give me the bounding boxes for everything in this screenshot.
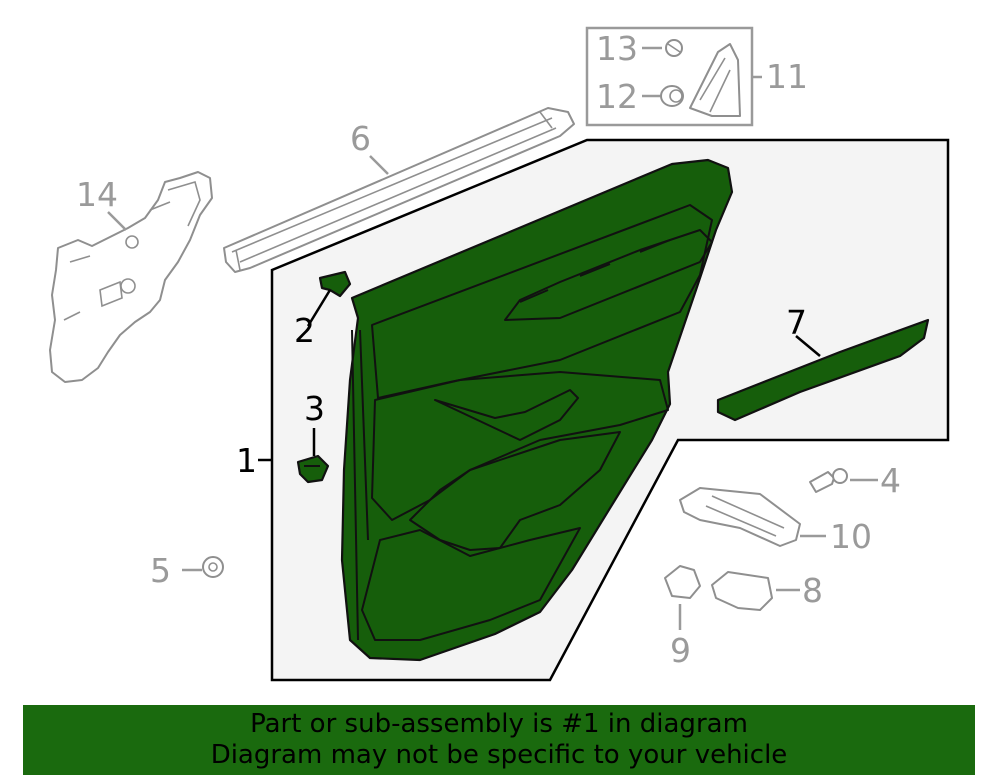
- callout-4: 4: [880, 461, 901, 500]
- callout-14: 14: [76, 175, 118, 214]
- footer-line-2: Diagram may not be specific to your vehi…: [210, 740, 788, 770]
- part-1-door-trim-panel[interactable]: [340, 158, 734, 662]
- part-13-clip[interactable]: [665, 39, 683, 57]
- part-11-corner-trim[interactable]: [689, 43, 741, 117]
- part-9-switch[interactable]: [664, 565, 701, 599]
- leader-lines: [107, 46, 878, 630]
- part-4-screw[interactable]: [809, 468, 848, 493]
- callout-1: 1: [236, 441, 257, 480]
- callout-7: 7: [786, 303, 807, 342]
- part-8-switch[interactable]: [711, 571, 773, 611]
- footer-line-1: Part or sub-assembly is #1 in diagram: [250, 709, 748, 739]
- callout-11: 11: [766, 57, 808, 96]
- part-10-switch-panel[interactable]: [679, 487, 801, 547]
- callout-10: 10: [830, 517, 872, 556]
- callout-2: 2: [294, 311, 315, 350]
- footer-banner: Part or sub-assembly is #1 in diagram Di…: [23, 705, 975, 775]
- parts-diagram: 1 2 3 7 6 14 13 12 11 4 5 10 8 9: [49, 26, 950, 682]
- part-3-clip[interactable]: [296, 454, 330, 484]
- callout-9: 9: [670, 631, 691, 670]
- part-2-bracket[interactable]: [318, 270, 352, 298]
- callout-3: 3: [304, 389, 325, 428]
- part-14-inner-panel[interactable]: [49, 171, 213, 383]
- callout-13: 13: [596, 29, 638, 68]
- part-5-grommet[interactable]: [202, 556, 224, 578]
- part-7-molding[interactable]: [716, 318, 930, 422]
- part-12-grommet[interactable]: [660, 85, 684, 107]
- part-6-window-sweep[interactable]: [223, 107, 575, 273]
- callout-8: 8: [802, 571, 823, 610]
- callout-5: 5: [150, 551, 171, 590]
- callout-12: 12: [596, 77, 638, 116]
- callout-6: 6: [350, 119, 371, 158]
